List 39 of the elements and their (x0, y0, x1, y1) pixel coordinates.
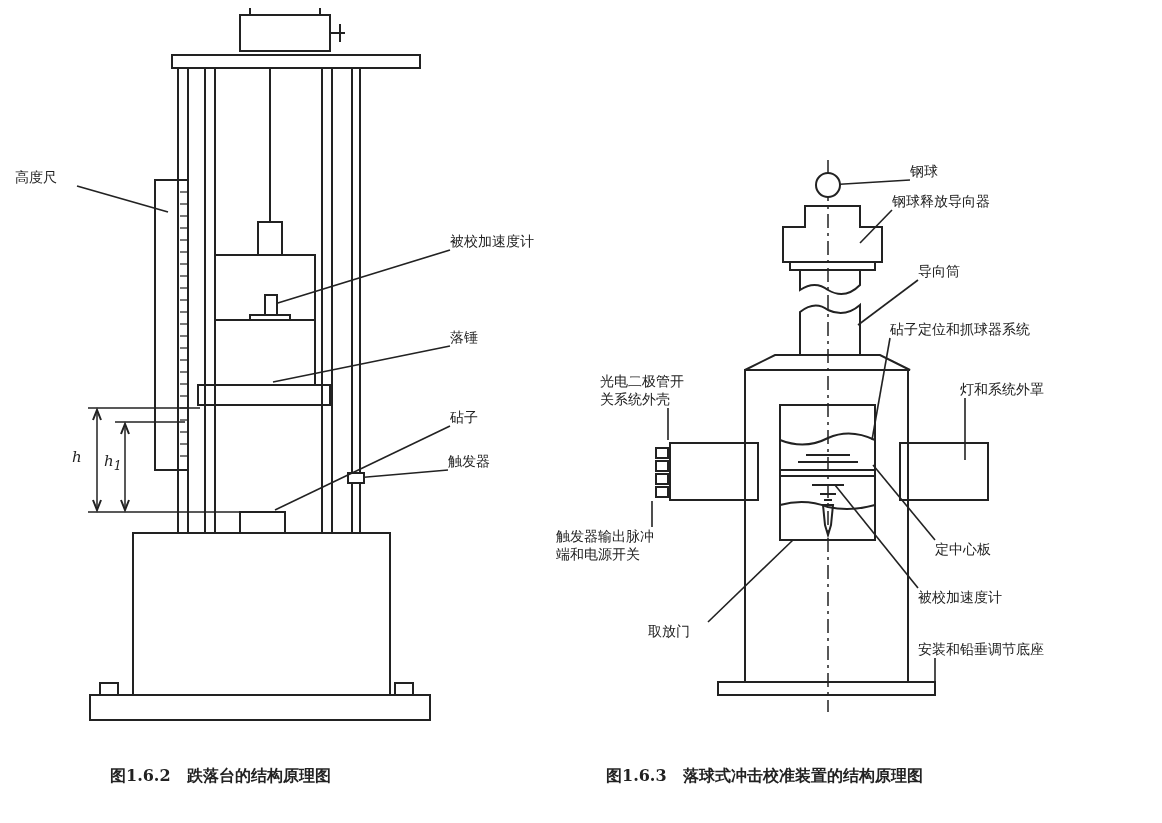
leader-line (839, 179, 911, 186)
leader-line (857, 279, 919, 326)
figure-caption: 图1.6.3 落球式冲击校准装置的结构原理图 (606, 766, 923, 787)
leader-line (272, 345, 451, 383)
leader-line (707, 539, 794, 623)
trigger-ring (347, 472, 365, 484)
callout-label: 触发器 (448, 452, 508, 470)
leader-line (651, 500, 653, 528)
leader-line (667, 407, 669, 441)
callout-label: 钢球释放导向器 (892, 192, 1022, 210)
leader-line (276, 249, 451, 304)
leader-line (872, 464, 936, 541)
callout-label: 落锤 (450, 328, 490, 346)
callout-label: 光电二极管开关系统外壳 (600, 372, 688, 408)
callout-label: 灯和系统外罩 (960, 380, 1070, 398)
callout-label: 砧子 (450, 408, 490, 426)
figure-caption: 图1.6.2 跌落台的结构原理图 (110, 766, 331, 787)
callout-label: 被校加速度计 (450, 232, 560, 250)
leader-line (274, 425, 451, 511)
callout-label: 被校加速度计 (918, 588, 1033, 606)
callout-label: 取放门 (648, 622, 708, 640)
callout-label: 触发器输出脉冲端和电源开关 (556, 527, 658, 563)
leader-line (934, 657, 936, 684)
leader-line (871, 337, 891, 441)
dimension-label: h$_{1}$ (104, 452, 122, 473)
leader-line (76, 185, 169, 213)
callout-label: 导向筒 (918, 262, 978, 280)
callout-label: 安装和铅垂调节底座 (918, 640, 1088, 658)
leader-line (834, 484, 919, 589)
steel-ball (815, 172, 841, 198)
callout-label: 高度尺 (15, 168, 77, 186)
callout-label: 定中心板 (935, 540, 1015, 558)
dimension-label: h (72, 448, 82, 466)
callout-label: 钢球 (910, 162, 950, 180)
leader-line (859, 209, 893, 244)
leader-line (363, 469, 449, 479)
accelerometer-block (264, 294, 278, 316)
leader-line (964, 397, 966, 461)
callout-label: 砧子定位和抓球器系统 (890, 320, 1080, 338)
